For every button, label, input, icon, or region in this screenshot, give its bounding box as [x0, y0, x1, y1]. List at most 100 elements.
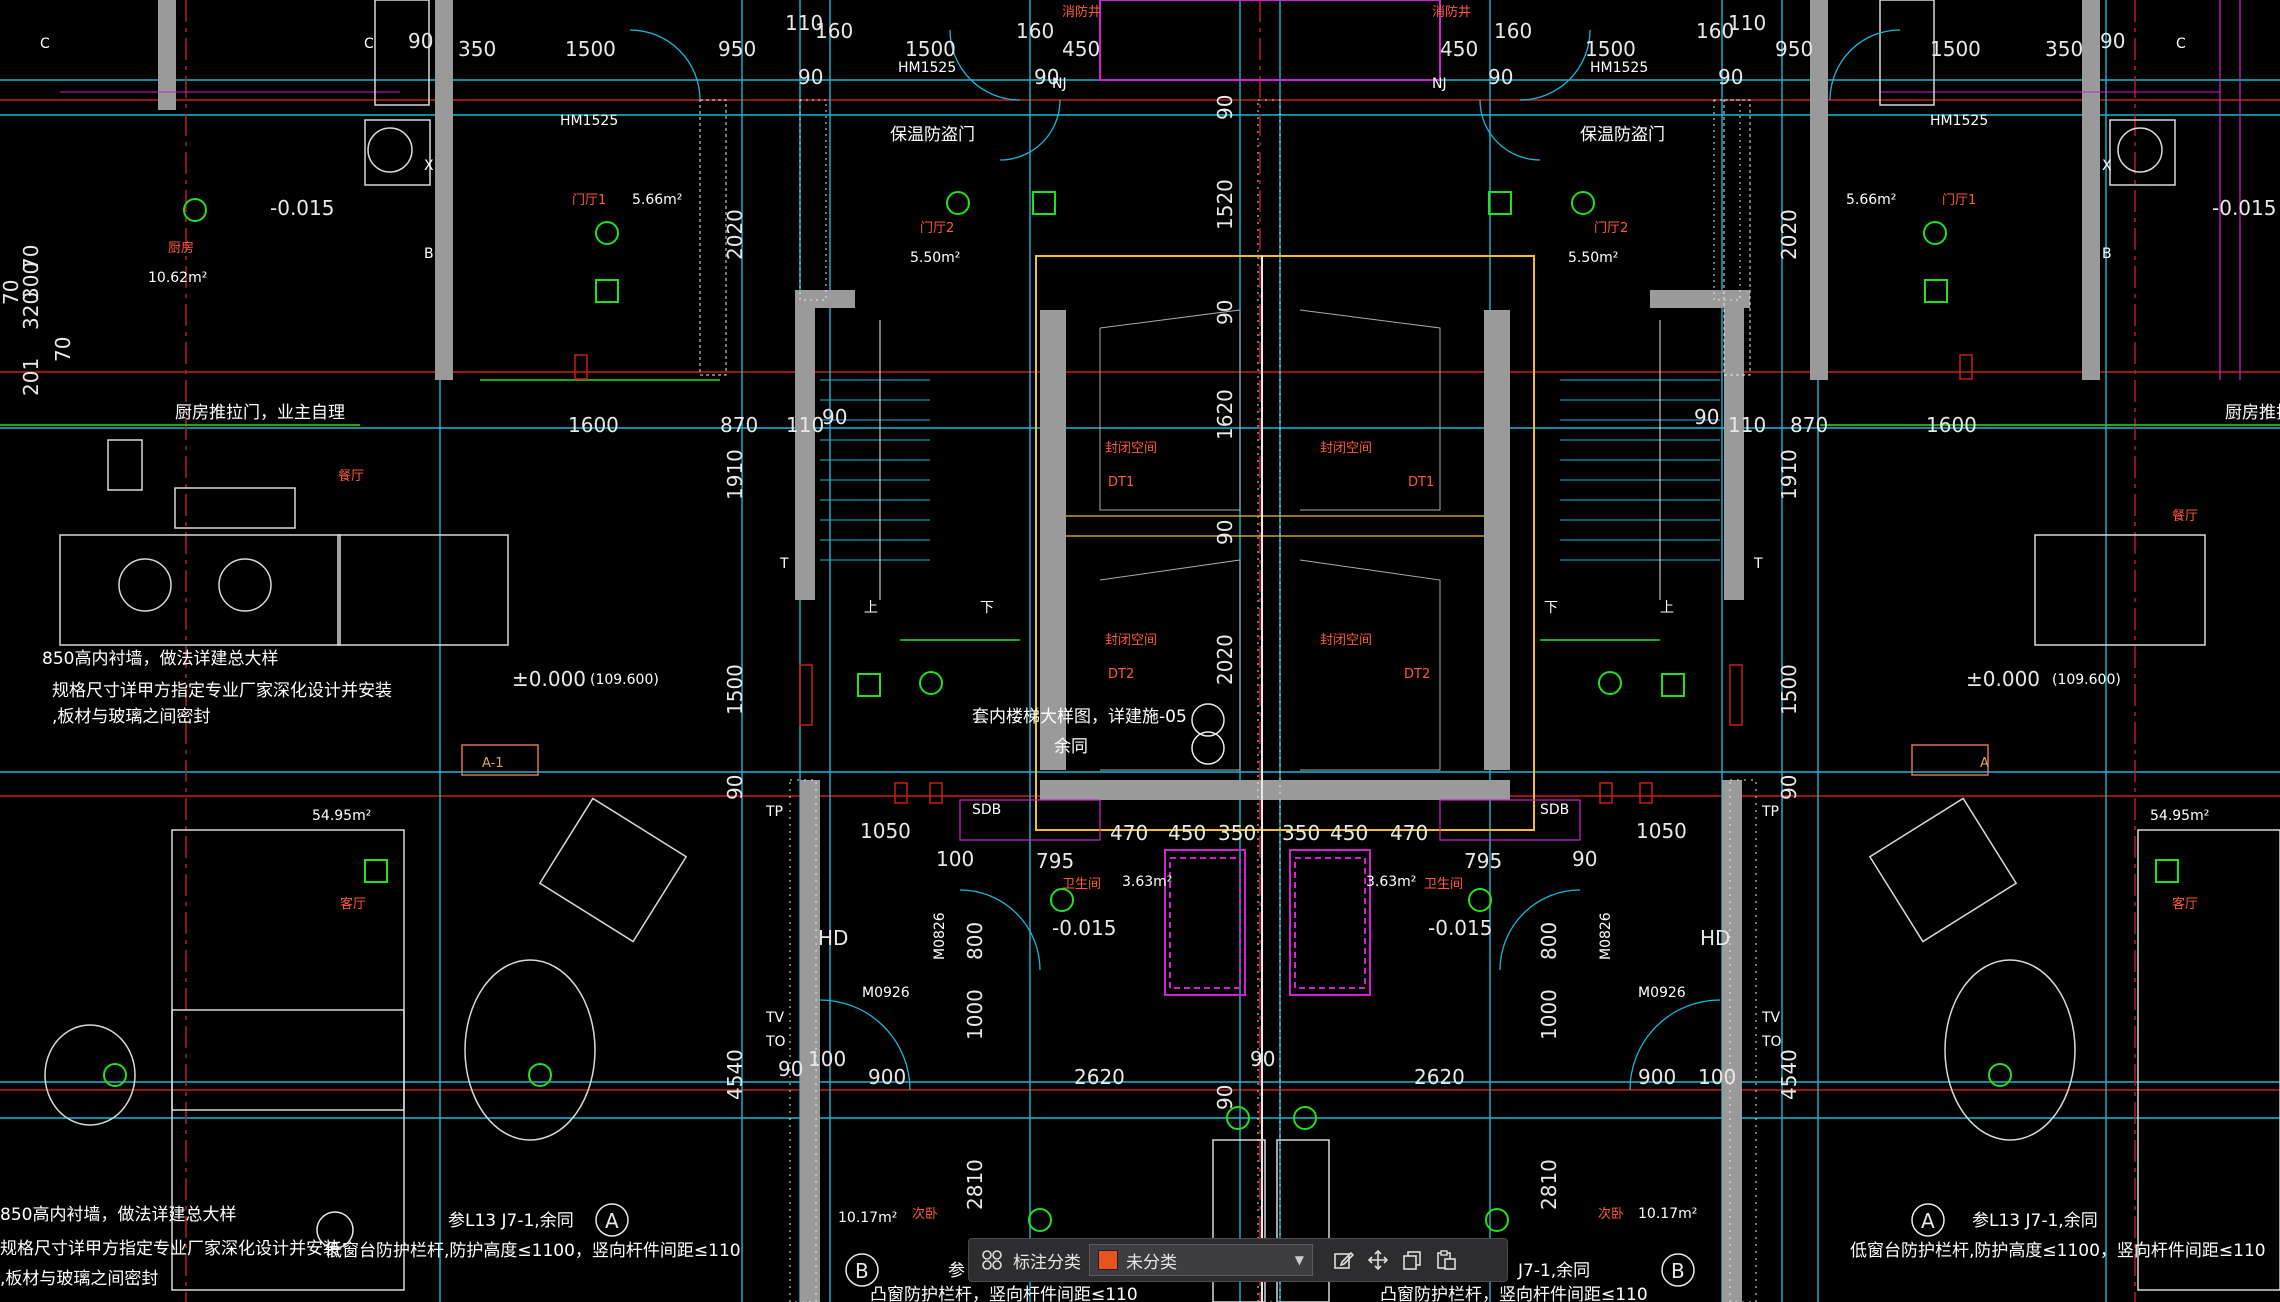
wall-note: 规格尺寸详甲方指定专业厂家深化设计并安装	[52, 681, 392, 701]
dimension-labels-vertical: 2020 1910 1500 90 4540 90 1520 1620 90 2…	[0, 95, 1801, 1210]
dim-vert: 2020	[1213, 634, 1237, 685]
dim-vert: 4540	[723, 1049, 747, 1100]
guard-note: 低窗台防护栏杆,防护高度≤1100，竖向杆件间距≤110	[1850, 1241, 2266, 1261]
space-label: 封闭空间	[1105, 441, 1157, 456]
wall-note: 850高内衬墙，做法详建总大样	[0, 1205, 236, 1225]
dim-low: 90	[1250, 1047, 1275, 1071]
device-tag: HD	[1700, 926, 1730, 950]
door-code-label: M0926	[1638, 985, 1686, 1001]
stair-direction: 下	[1544, 600, 1558, 616]
grid-letter: B	[1671, 1259, 1685, 1283]
door-label: 保温防盗门	[1580, 125, 1665, 145]
elevator-tag: DT2	[1404, 667, 1430, 682]
level-mark: -0.015	[1428, 916, 1492, 940]
door-label: 保温防盗门	[890, 125, 975, 145]
room-name: 门厅2	[920, 221, 954, 236]
category-select[interactable]: 未分类 ▼	[1089, 1244, 1313, 1276]
room-name: 餐厅	[338, 468, 364, 484]
dim-mid: 90	[822, 405, 847, 429]
dim-mid: 1600	[1926, 413, 1977, 437]
level-mark: (109.600)	[590, 672, 659, 688]
stair-direction: 上	[864, 600, 878, 616]
dim-top: 160	[1696, 19, 1734, 43]
room-name: 门厅1	[1942, 193, 1976, 208]
shaft-label: 消防井	[1432, 4, 1471, 20]
dim-vert: 1500	[723, 664, 747, 715]
dim-low: 450	[1330, 821, 1368, 845]
dim-vert: 1520	[1213, 179, 1237, 230]
device-tag: C	[364, 36, 374, 52]
dim-low: 470	[1390, 821, 1428, 845]
dim-top: 450	[1062, 37, 1100, 61]
move-icon[interactable]	[1361, 1243, 1395, 1277]
sdb-tag: SDB	[1540, 802, 1569, 818]
device-tag: X	[424, 158, 434, 174]
device-tag: C	[2176, 36, 2186, 52]
dim-mid: 90	[1694, 405, 1719, 429]
furniture	[44, 0, 2280, 1302]
dim-vert: 1000	[1537, 989, 1561, 1040]
category-select-value: 未分类	[1126, 1252, 1177, 1273]
room-area: 10.17m²	[838, 1210, 897, 1226]
dim-top: 110	[785, 11, 823, 35]
stair-direction: 上	[1660, 600, 1674, 616]
sdb-tag: SDB	[972, 802, 1001, 818]
room-area: 5.50m²	[910, 250, 960, 266]
dim-low: 90	[778, 1057, 803, 1081]
dim-vert: 201	[19, 358, 43, 396]
category-color-swatch	[1098, 1250, 1118, 1270]
device-tag: C	[40, 36, 50, 52]
wall-note: 850高内衬墙，做法详建总大样	[42, 649, 278, 669]
device-tag: X	[2102, 158, 2112, 174]
dimension-labels-middle: 1600 870 110 90 90 110 870 1600	[568, 405, 1977, 437]
level-mark: -0.015	[1052, 916, 1116, 940]
door-code-label: HM1525	[898, 60, 956, 76]
reference-note: 参L13 J7-1,余同	[448, 1211, 574, 1231]
stair-note: 套内楼梯大样图，详建施-05	[972, 707, 1187, 727]
guard-note: 凸窗防护栏杆，竖向杆件间距≤110	[870, 1285, 1138, 1302]
dim-low: 795	[1036, 849, 1074, 873]
dim-top: 160	[1494, 19, 1532, 43]
device-tag: TP	[765, 804, 783, 820]
device-tag: TV	[1761, 1010, 1781, 1026]
elevator-shafts	[1099, 256, 1441, 1302]
dim-low: 350	[1218, 821, 1256, 845]
grid-letter: B	[855, 1259, 869, 1283]
dim-low: 100	[808, 1047, 846, 1071]
room-name: 卫生间	[1424, 877, 1463, 892]
dim-vert: 300	[19, 262, 43, 300]
dim-low: 1050	[860, 819, 911, 843]
dim-vert: 1910	[1777, 449, 1801, 500]
dim-vert: 320	[19, 292, 43, 330]
device-tag: TP	[1761, 804, 1779, 820]
door-code-label: HM1525	[1590, 60, 1648, 76]
green-fixtures	[0, 191, 2280, 1232]
dim-vert: 70	[19, 245, 43, 270]
elevator-tag: DT1	[1408, 475, 1434, 490]
annotation-toolbar: 标注分类 未分类 ▼	[968, 1238, 1508, 1282]
dim-vert: 800	[1537, 922, 1561, 960]
level-mark: -0.015	[2212, 196, 2276, 220]
walls	[158, 0, 2100, 1302]
dim-top: 1500	[1930, 37, 1981, 61]
room-area: 54.95m²	[2150, 808, 2209, 824]
copy-icon[interactable]	[1395, 1243, 1429, 1277]
dim-mid: 110	[1728, 413, 1766, 437]
dim-vert: 4540	[1777, 1049, 1801, 1100]
grid-icon[interactable]	[975, 1243, 1009, 1277]
dim-vert: 1500	[1777, 664, 1801, 715]
space-label: 封闭空间	[1320, 441, 1372, 456]
dim-top: 1500	[565, 37, 616, 61]
dim-top: 1500	[905, 37, 956, 61]
dim-vert: 2020	[1777, 209, 1801, 260]
door-code-label: HM1525	[1930, 113, 1988, 129]
paste-icon[interactable]	[1429, 1243, 1463, 1277]
dim-low: 795	[1464, 849, 1502, 873]
chevron-down-icon: ▼	[1294, 1253, 1304, 1267]
edit-icon[interactable]	[1327, 1243, 1361, 1277]
room-name: 客厅	[2172, 896, 2198, 912]
dim-top: 90	[798, 65, 823, 89]
